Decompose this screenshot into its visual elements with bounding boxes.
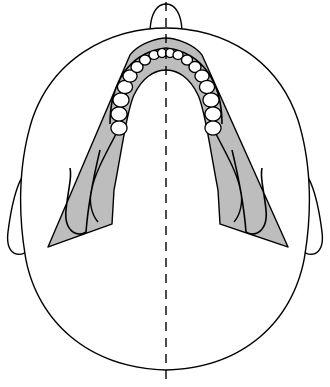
tooth	[205, 107, 221, 121]
tooth	[205, 121, 221, 135]
tooth	[111, 121, 127, 135]
tooth	[200, 81, 215, 94]
tooth	[113, 93, 129, 107]
tooth	[111, 107, 127, 121]
tooth	[203, 93, 219, 107]
